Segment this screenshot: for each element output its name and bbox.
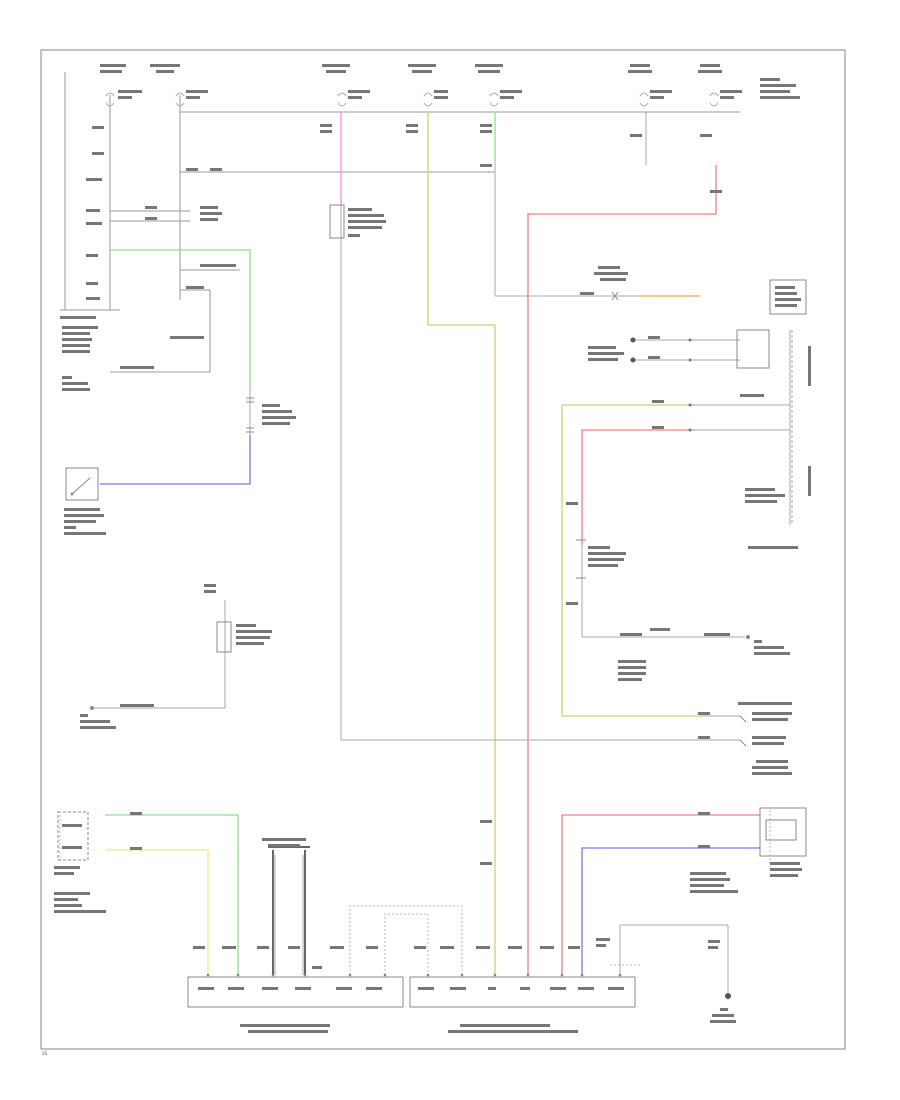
left-door-switch (65, 467, 99, 501)
ecu-captions (240, 1024, 578, 1033)
airbag-ecu-left (187, 976, 404, 1008)
left-seat-switch-label (54, 812, 142, 913)
red-wire-bottom (561, 814, 760, 975)
right-connector-labels (588, 286, 811, 549)
red-wire-main (527, 165, 717, 975)
right-switch (739, 715, 747, 747)
left-door-switch-label (64, 508, 106, 535)
right-upper-sensor-label (580, 266, 628, 295)
shield-wires (268, 846, 310, 975)
squib-right (576, 539, 586, 579)
red-wire-right (581, 429, 695, 545)
squib-left (216, 621, 232, 653)
diagram-frame (40, 49, 846, 1050)
left-connectors (110, 210, 240, 373)
fuse-row (60, 72, 740, 311)
yellow-wire-bottom (105, 849, 209, 975)
grey-wires (92, 112, 791, 995)
fuse-labels (100, 64, 800, 99)
right-seat-sensor-label (690, 812, 802, 893)
green-wire-left (110, 249, 251, 392)
squib-center (329, 204, 345, 239)
bottom-wire-labels (262, 820, 736, 1023)
fuse-symbols (105, 92, 719, 107)
squib-left-label (80, 584, 272, 729)
left-junction-block (60, 126, 104, 391)
ground-bottom-right (725, 993, 731, 999)
ground-point-right (746, 635, 750, 639)
tan-wire (427, 112, 496, 975)
right-connector-block (630, 279, 807, 432)
left-seat-switch (57, 811, 89, 861)
ecu-pins (206, 973, 622, 977)
blue-wire-bottom (581, 847, 760, 975)
green-wire-bottom (105, 814, 239, 975)
ecu-pin-labels (198, 987, 624, 990)
airbag-ecu-right (409, 976, 636, 1008)
ground-point-left (90, 706, 94, 710)
left-connector-labels (120, 168, 236, 369)
blue-wire-left (100, 435, 251, 485)
dashed-connectors (59, 810, 771, 975)
diagram-id: SS (42, 1051, 48, 1056)
left-sensor-label (262, 404, 296, 425)
right-upper-sensor (611, 291, 619, 301)
squib-center-label (320, 124, 722, 237)
left-sensor (246, 397, 254, 433)
squib-right-label (566, 502, 790, 681)
right-seat-sensor (759, 807, 807, 857)
bottom-pin-labels (193, 946, 580, 969)
right-switch-label (698, 702, 792, 775)
tan-wire-right (561, 404, 700, 717)
